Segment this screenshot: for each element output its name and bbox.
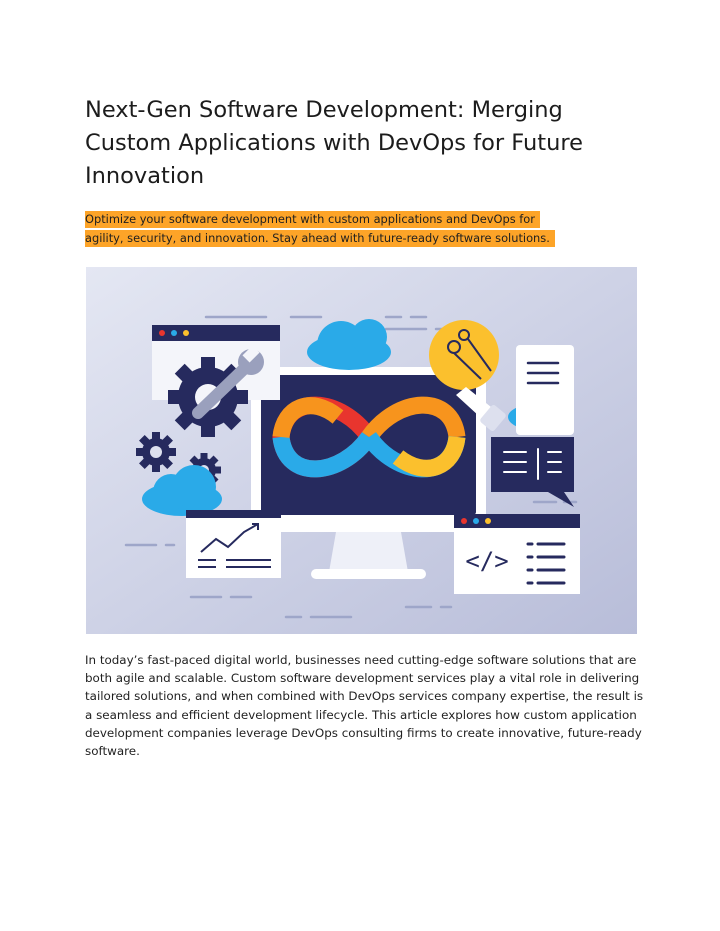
decorative-dashes <box>124 315 578 619</box>
code-symbol: </> <box>465 547 508 575</box>
article-body: In today’s fast-paced digital world, bus… <box>85 653 644 759</box>
hero-illustration: </> <box>86 267 637 634</box>
summary-line-2: agility, security, and innovation. Stay … <box>85 230 555 247</box>
article-title: Next-Gen Software Development: Merging C… <box>85 97 583 189</box>
article-summary: Optimize your software development with … <box>85 210 645 248</box>
chat-bubble-icon <box>491 437 574 507</box>
summary-line-1: Optimize your software development with … <box>85 211 540 228</box>
code-window-icon: </> <box>454 514 580 594</box>
wrench-icon <box>192 345 264 419</box>
cloud-icon <box>307 319 391 370</box>
document-icon <box>516 345 574 435</box>
lightbulb-icon <box>429 320 506 431</box>
chart-icon <box>186 510 281 578</box>
infinity-icon <box>272 396 466 478</box>
cloud-icon-left <box>142 465 222 516</box>
